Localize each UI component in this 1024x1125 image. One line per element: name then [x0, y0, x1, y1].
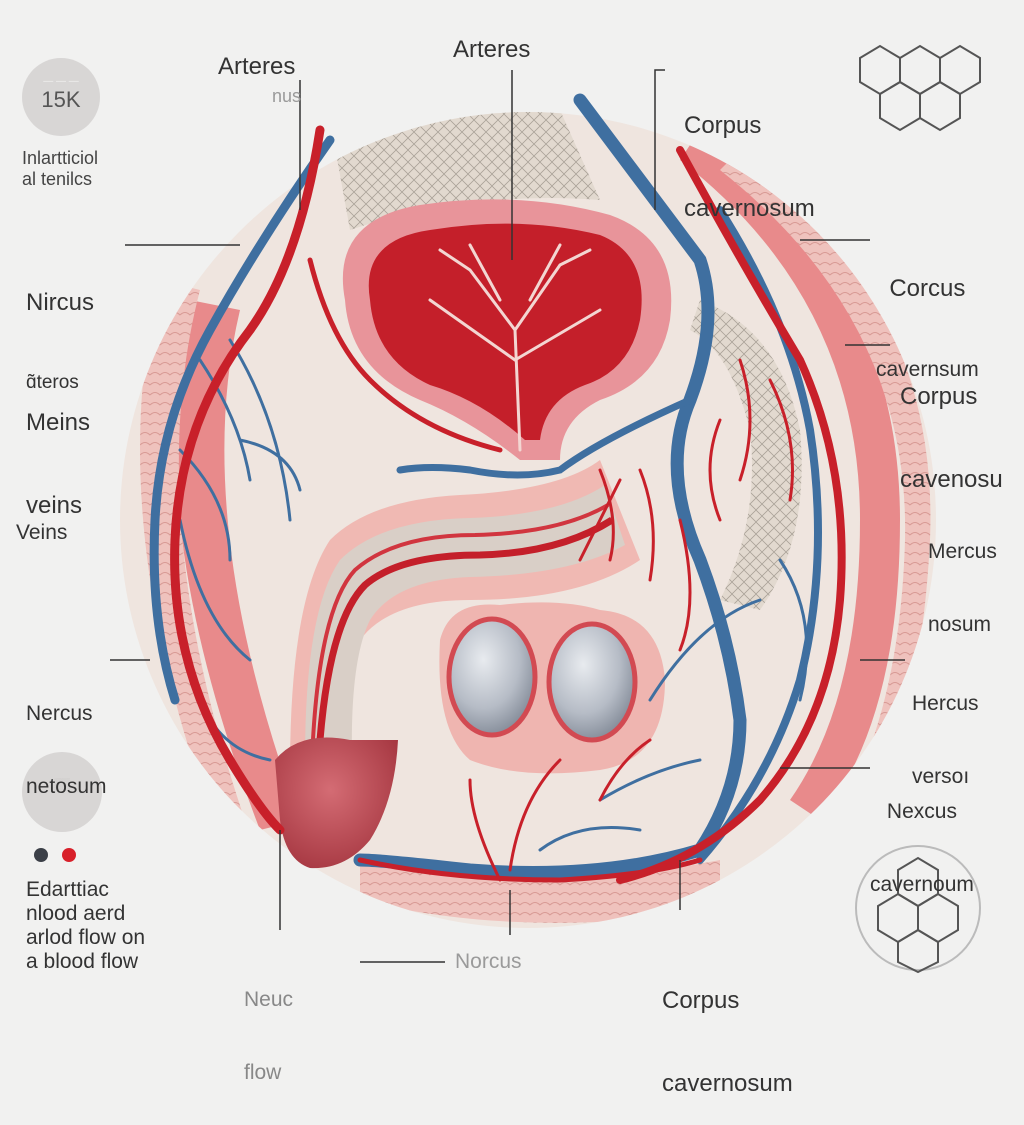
hexagon-icon-bottom [855, 845, 981, 974]
stat-badge-caption: Inlartticiol al tenilcs [22, 148, 99, 189]
legend-dot-artery [62, 848, 76, 862]
scrotum [439, 602, 665, 774]
label-nexcus-cavernum: Nexcus cavernoum [870, 800, 974, 896]
label-norcus-bottom: Norcus [455, 950, 522, 973]
label-hercus-verson: Hercus versoı [912, 692, 979, 788]
label-arteres-left: Arteres [218, 53, 296, 80]
label-nercus-netosum: Nercus netosum [26, 702, 107, 798]
testis-right [546, 621, 638, 743]
label-veins-left: Veins [16, 521, 68, 544]
stat-badge-value: 15K [41, 87, 81, 112]
legend-dot-vein [34, 848, 48, 862]
label-neuc-flow: Neuc flow [244, 988, 294, 1084]
hexagon-icon-top [859, 44, 981, 132]
label-corcus-cavernsum: Corcus cavernsum [876, 275, 979, 381]
label-meins-veins: Meins veins [26, 409, 91, 519]
stat-badge-top: — — — 15K [22, 58, 100, 136]
stat-badge-bottom: ▒▒ [22, 752, 102, 832]
label-corpus-top-right: Corpus cavernosum [684, 112, 815, 222]
legend-caption: Edarttiac nlood aerd arlod flow on a blo… [26, 878, 146, 974]
corpus-tissue-right [690, 300, 802, 610]
label-mercus-nosum: Mercus nosum [928, 540, 997, 636]
label-nircus-arteros: Nircus ɑ̃teros [26, 289, 95, 393]
arteries [170, 125, 846, 884]
anatomy-diagram [110, 44, 981, 974]
label-arteres-left-sub: nus [272, 86, 302, 106]
penile-shaft [290, 460, 640, 770]
label-corpus-bottom: Corpus cavernosum [662, 987, 793, 1097]
glans [275, 737, 398, 869]
label-corpus-cavenosu: Corpus cavenosu [900, 383, 1003, 493]
label-arteres-top: Arteres [453, 36, 531, 63]
leader-lines [110, 69, 905, 963]
bladder [342, 199, 672, 460]
testis-left [446, 616, 538, 738]
